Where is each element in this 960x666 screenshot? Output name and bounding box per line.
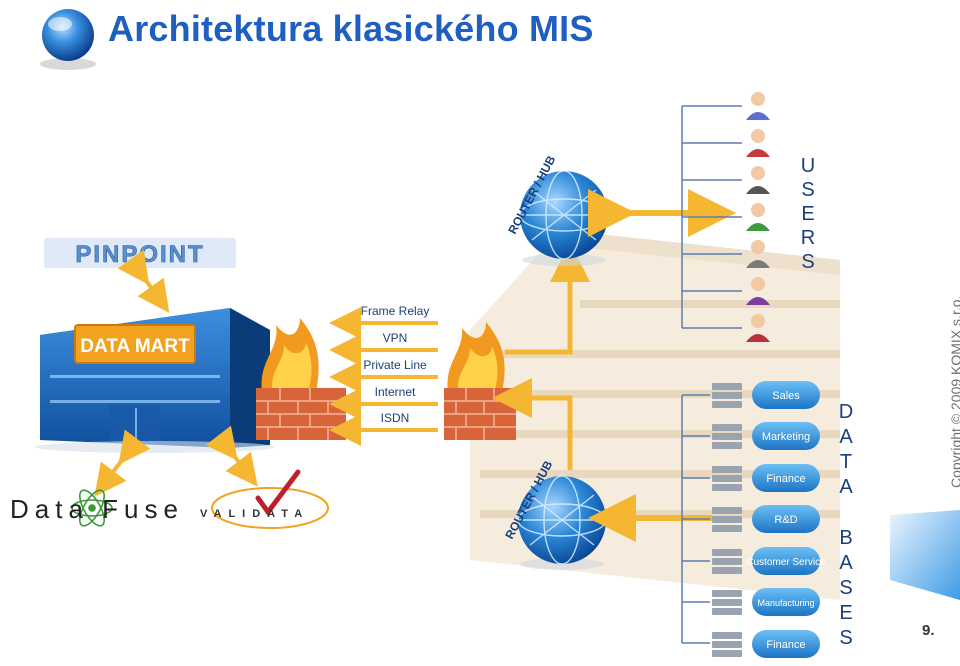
database-pill [752,422,820,450]
databases-letter: A [839,552,853,574]
database-label: Marketing [762,431,810,443]
databases-letter: S [839,577,852,599]
server-icon [712,424,742,449]
server-icon [712,507,742,532]
pinpoint-datamart-arrow [117,249,170,314]
databases-label: D A T A B A S E S [839,401,854,649]
databases-letter: S [839,627,852,649]
database-pill [752,505,820,533]
pinpoint-logo-text: PINPOINT [75,241,204,268]
user-icon [746,129,770,157]
database-pill [752,630,820,658]
firewall-router-arrows [492,242,590,470]
page-number: 9. [922,622,935,639]
databases-letter: A [839,476,853,498]
page-title: Architektura klasického MIS [108,8,594,49]
database-label: Finance [766,639,805,651]
connection-label-vpn: VPN [383,331,408,345]
database-pill [752,381,820,409]
user-icon [746,203,770,231]
users-letter: E [801,203,814,225]
pinpoint-logo: PINPOINT [44,238,236,268]
database-label: Manufacturing [757,598,814,608]
users-letter: R [801,227,815,249]
server-icon [712,549,742,574]
database-row: Marketing [712,422,820,450]
server-icon [712,466,742,491]
server-icon [712,383,742,408]
databases-letter: E [839,602,852,624]
database-row: Finance [712,630,820,658]
datafuse-logo-text: Data Fuse [10,494,184,524]
data-mart-sign: DATA MART [80,336,190,357]
user-icon [746,240,770,268]
databases-letter: T [840,451,852,473]
database-row: Sales [712,381,820,409]
database-row: R&D [712,505,820,533]
datamart-datafuse-arrow [94,429,151,497]
server-icon [712,632,742,657]
connection-label-frame-relay: Frame Relay [361,304,430,318]
validata-logo-text: VALIDATA [200,508,309,520]
server-icon [712,590,742,615]
users-icons [746,92,770,342]
database-row: Manufacturing [712,588,820,616]
connection-label-isdn: ISDN [381,411,410,425]
database-row: Finance [712,464,820,492]
user-icon [746,314,770,342]
database-label: R&D [774,514,797,526]
connection-arrows [329,307,438,446]
connection-labels: Frame Relay VPN Private Line Internet IS… [361,304,430,425]
database-list: Sales Marketing Finance R&D Customer Ser… [712,381,826,658]
datafuse-logo: Data Fuse [10,489,184,527]
checkmark-icon [255,469,301,517]
user-icon [746,277,770,305]
users-label: U S E R S [801,155,815,273]
databases-letter: D [839,401,853,423]
databases-tree [681,394,710,644]
datamart-validata-arrow [205,425,258,487]
database-label: Sales [772,390,800,402]
database-label: Customer Service [746,557,826,568]
users-letter: S [801,251,814,273]
database-row: Customer Service [712,547,826,575]
atom-icon [71,489,113,527]
users-letter: S [801,179,814,201]
database-label: Finance [766,473,805,485]
firewall-right [444,322,516,440]
connection-label-internet: Internet [375,385,416,399]
decorative-sphere-icon [40,9,96,70]
users-tree [681,105,742,329]
validata-logo: VALIDATA [200,469,329,529]
decorative-blue-band [890,510,960,600]
database-pill [752,547,820,575]
databases-letter: B [839,527,852,549]
connection-label-private-line: Private Line [363,358,427,372]
user-icon [746,166,770,194]
user-icon [746,92,770,120]
data-mart-building: DATA MART [35,308,275,453]
copyright-text: Copyright © 2009 KOMIX s.r.o. [948,295,960,488]
database-pill [752,588,820,616]
users-letter: U [801,155,815,177]
database-pill [752,464,820,492]
databases-letter: A [839,426,853,448]
